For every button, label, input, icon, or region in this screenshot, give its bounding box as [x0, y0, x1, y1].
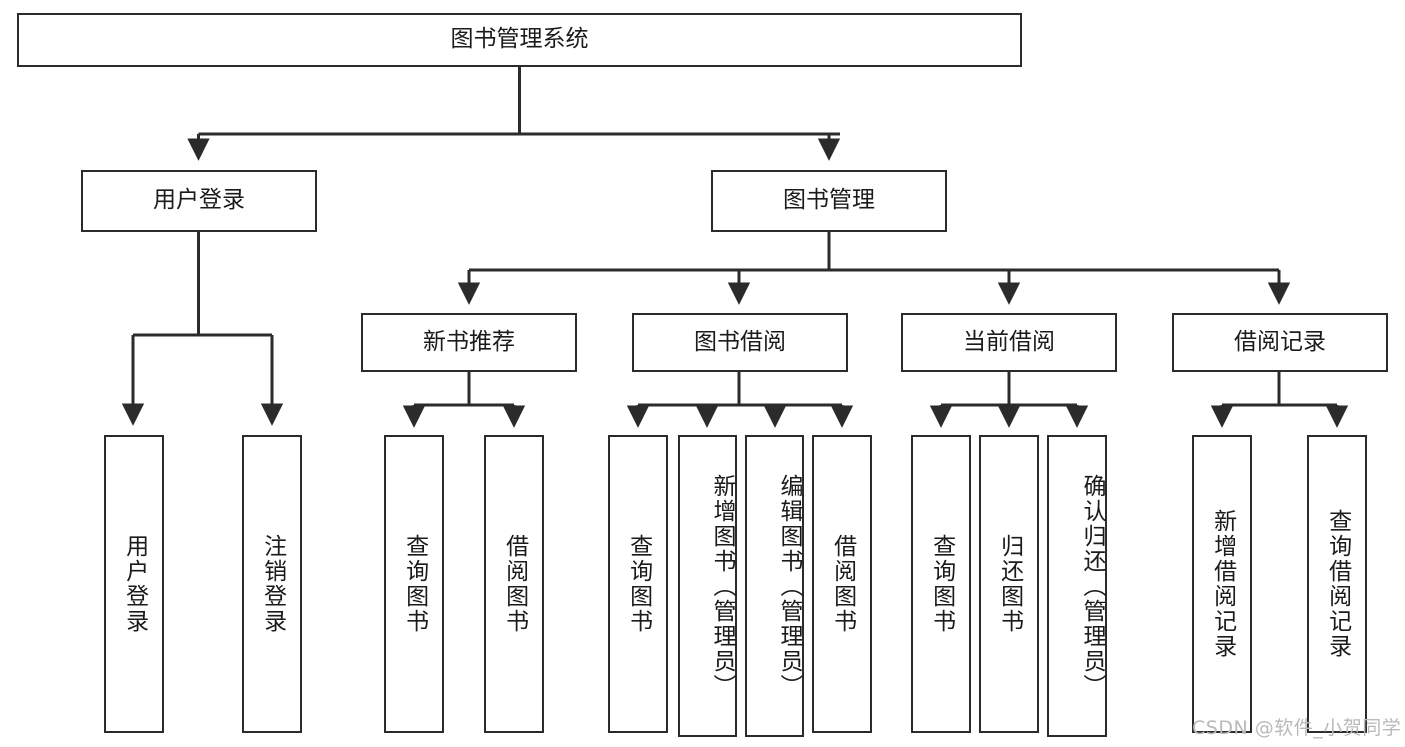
node-leaf-query-book-3[interactable]: 查询图书 — [911, 435, 971, 733]
node-borrow-record[interactable]: 借阅记录 — [1172, 313, 1388, 372]
node-leaf-add-book[interactable]: 新增图书（管理员） — [678, 435, 737, 737]
node-leaf-add-record[interactable]: 新增借阅记录 — [1192, 435, 1252, 733]
node-leaf-borrow-book-1[interactable]: 借阅图书 — [484, 435, 544, 733]
node-leaf-edit-book[interactable]: 编辑图书（管理员） — [745, 435, 804, 737]
node-leaf-logout[interactable]: 注销登录 — [242, 435, 302, 733]
node-leaf-query-book-2[interactable]: 查询图书 — [608, 435, 668, 733]
node-leaf-confirm-return[interactable]: 确认归还（管理员） — [1047, 435, 1107, 737]
csdn-watermark: CSDN @软件_小贺同学 — [1192, 717, 1402, 739]
node-leaf-query-record[interactable]: 查询借阅记录 — [1307, 435, 1367, 733]
node-root[interactable]: 图书管理系统 — [17, 13, 1022, 67]
node-book-borrow[interactable]: 图书借阅 — [632, 313, 848, 372]
node-current-borrow[interactable]: 当前借阅 — [901, 313, 1117, 372]
node-user-login[interactable]: 用户登录 — [81, 170, 317, 232]
node-leaf-query-book-1[interactable]: 查询图书 — [384, 435, 444, 733]
node-leaf-return-book[interactable]: 归还图书 — [979, 435, 1039, 733]
node-leaf-user-login[interactable]: 用户登录 — [104, 435, 164, 733]
node-book-manage[interactable]: 图书管理 — [711, 170, 947, 232]
node-leaf-borrow-book-2[interactable]: 借阅图书 — [812, 435, 872, 733]
node-new-book-recommend[interactable]: 新书推荐 — [361, 313, 577, 372]
